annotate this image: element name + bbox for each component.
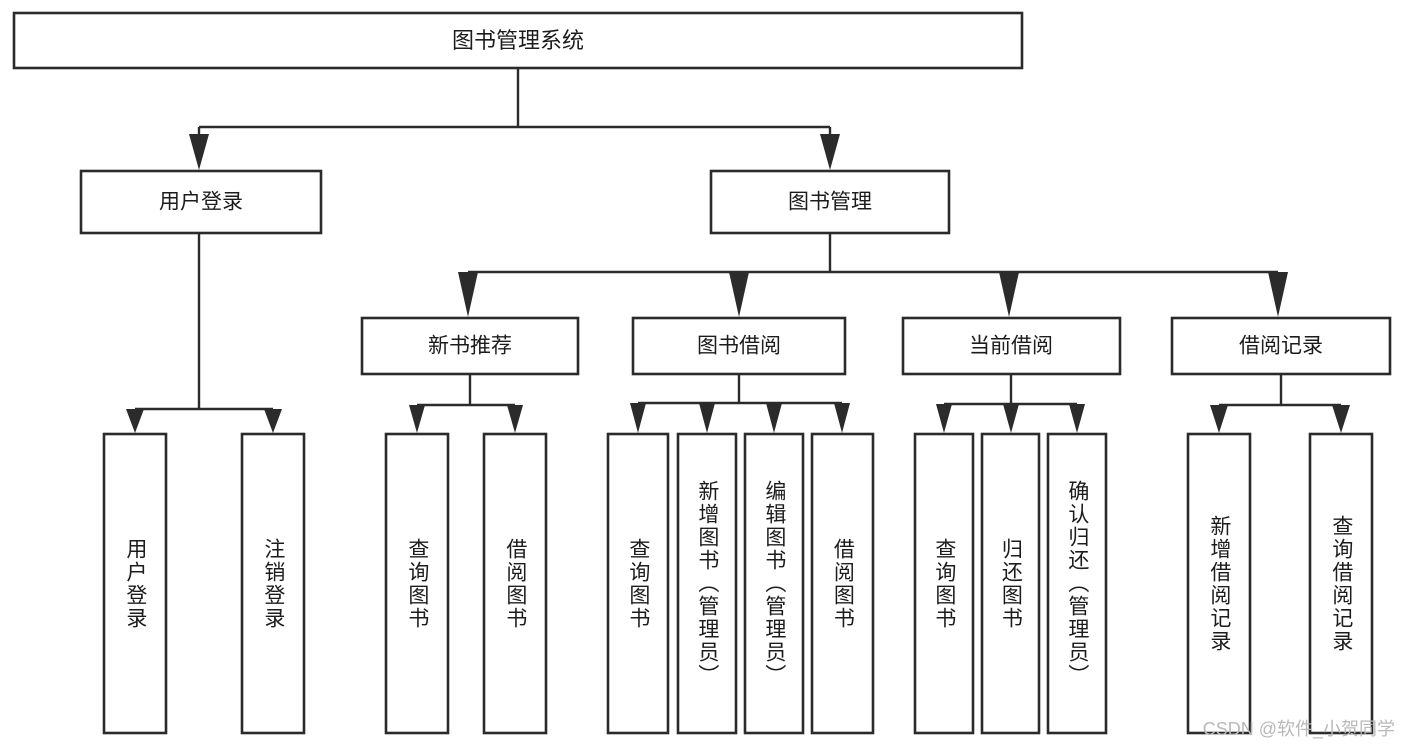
- node-new-book-recommend-box[interactable]: [360, 316, 580, 376]
- node-root-box[interactable]: [12, 11, 1024, 70]
- arrow-head-record-leaf-2: [1332, 405, 1350, 433]
- node-book-management[interactable]: 图书管理: [709, 169, 951, 235]
- arrow-head-borrow-leaf-3: [766, 403, 782, 433]
- node-new-book-recommend[interactable]: 新书推荐: [360, 316, 580, 376]
- arrow-head-current-leaf-3: [1069, 404, 1085, 433]
- leaf-box-logout[interactable]: [240, 432, 306, 735]
- arrow-head-borrow-leaf-2: [699, 403, 715, 433]
- arrow-head-book-borrow: [729, 272, 749, 317]
- arrow-head-newbook-leaf-2: [507, 405, 523, 433]
- node-book-borrow-label: 图书借阅: [697, 335, 781, 358]
- node-current-borrow-label: 当前借阅: [969, 335, 1053, 358]
- arrow-head-current-borrow: [999, 272, 1019, 317]
- leaf-box-user-login[interactable]: [102, 432, 168, 735]
- node-current-borrow[interactable]: 当前借阅: [901, 316, 1122, 376]
- node-user-login-label: 用户登录: [159, 191, 243, 214]
- arrow-head-current-leaf-1: [936, 404, 952, 433]
- leaf-box-add-book-admin[interactable]: [676, 432, 738, 735]
- leaf-box-edit-book-admin[interactable]: [743, 432, 805, 735]
- node-borrow-record[interactable]: 借阅记录: [1170, 316, 1392, 376]
- node-book-management-label: 图书管理: [788, 191, 872, 214]
- arrow-head-new-book-rec: [458, 272, 478, 317]
- leaf-box-query-borrow-record[interactable]: [1308, 432, 1374, 735]
- leaf-box-return-book[interactable]: [980, 432, 1041, 735]
- arrow-head-borrow-leaf-4: [834, 403, 850, 433]
- node-borrow-record-box[interactable]: [1170, 316, 1392, 376]
- node-user-login[interactable]: 用户登录: [79, 169, 323, 235]
- node-borrow-record-label: 借阅记录: [1239, 335, 1323, 358]
- connector-layer: [126, 68, 1350, 433]
- node-book-borrow[interactable]: 图书借阅: [631, 316, 847, 376]
- node-book-management-box[interactable]: [709, 169, 951, 235]
- node-book-borrow-box[interactable]: [631, 316, 847, 376]
- arrow-head-login-leaf-1: [126, 409, 144, 433]
- arrow-head-newbook-leaf-1: [409, 405, 425, 433]
- leaf-box-layer: [102, 432, 1374, 735]
- csdn-watermark: CSDN @软件_小贺同学: [1202, 719, 1395, 739]
- arrow-head-borrow-leaf-1: [630, 403, 646, 433]
- leaf-box-query-book-2[interactable]: [606, 432, 670, 735]
- node-root-label: 图书管理系统: [452, 28, 584, 53]
- arrow-head-current-leaf-2: [1003, 404, 1019, 433]
- leaf-box-borrow-book-1[interactable]: [482, 432, 548, 735]
- node-user-login-box[interactable]: [79, 169, 323, 235]
- arrow-head-book-mgmt: [820, 134, 840, 170]
- node-current-borrow-box[interactable]: [901, 316, 1122, 376]
- leaf-box-add-borrow-record[interactable]: [1186, 432, 1252, 735]
- leaf-box-query-book-3[interactable]: [913, 432, 975, 735]
- leaf-box-borrow-book-2[interactable]: [810, 432, 875, 735]
- node-new-book-recommend-label: 新书推荐: [428, 335, 512, 358]
- leaf-box-query-book-1[interactable]: [384, 432, 450, 735]
- arrow-head-login-leaf-2: [264, 409, 282, 433]
- node-root[interactable]: 图书管理系统: [12, 11, 1024, 70]
- arrow-head-record-leaf-1: [1210, 405, 1228, 433]
- arrow-head-user-login: [189, 134, 209, 170]
- arrow-head-borrow-record: [1268, 272, 1288, 317]
- leaf-box-confirm-return[interactable]: [1046, 432, 1108, 735]
